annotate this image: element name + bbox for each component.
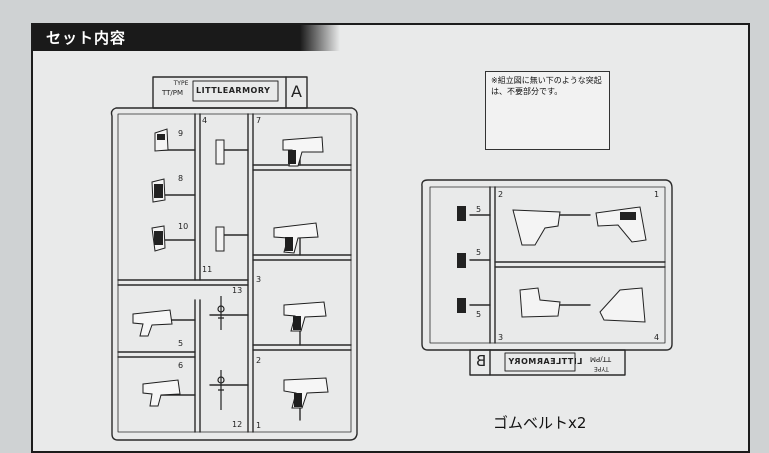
part-number: 4 xyxy=(654,333,660,342)
part-6-pistol xyxy=(142,379,181,407)
sprue-b-runner xyxy=(494,261,666,268)
note-box: ※組立図に無い下のような突起は、不要部分です。 xyxy=(485,71,610,150)
part-number: 2 xyxy=(498,190,504,199)
part-number: 5 xyxy=(476,310,482,319)
part-number: 3 xyxy=(256,275,262,284)
part-number: 11 xyxy=(202,265,213,274)
part-number: 5 xyxy=(476,205,482,214)
part-number: 5 xyxy=(178,339,184,348)
sprue-b-letter: B xyxy=(476,352,487,370)
part-number: 2 xyxy=(256,356,262,365)
part-3-pistol xyxy=(273,222,319,254)
part-5-pistol xyxy=(132,309,173,337)
part-number: 12 xyxy=(232,420,243,429)
note-text: ※組立図に無い下のような突起は、不要部分です。 xyxy=(491,76,602,96)
sprue-a-runner xyxy=(252,344,352,351)
part-number: 13 xyxy=(232,286,243,295)
sprue-a-frame xyxy=(110,107,358,441)
sprue-b-runner xyxy=(489,186,496,344)
header-bar-fade xyxy=(300,25,340,51)
part-number: 1 xyxy=(256,421,262,430)
sprue-a-letter: A xyxy=(291,82,302,101)
rubber-belt-caption: ゴムベルトx2 xyxy=(493,414,587,432)
sprue-a-logo: LITTLEARMORY xyxy=(196,86,271,95)
part-4-stock xyxy=(599,287,646,323)
sprue-a-tag xyxy=(152,76,308,109)
part-number: 1 xyxy=(654,190,660,199)
part-5-grip xyxy=(457,253,466,268)
part-12-rod xyxy=(218,370,224,410)
part-11-slide xyxy=(215,226,225,252)
part-number: 5 xyxy=(476,248,482,257)
page-title: セット内容 xyxy=(46,29,127,47)
sprue-a-runner xyxy=(252,254,352,261)
sprue-b-type-label: TYPE xyxy=(594,365,609,372)
sprue-a-runner xyxy=(247,113,254,433)
sprue-a-runner xyxy=(252,164,352,171)
sprue-b-tag xyxy=(469,349,626,376)
part-13-rod xyxy=(218,296,224,330)
sprue-b-frame xyxy=(421,179,673,351)
sprue-a-runner xyxy=(117,279,249,286)
part-3-stock xyxy=(519,287,561,318)
sprue-b-frame-inner xyxy=(429,186,666,344)
part-number: 4 xyxy=(202,116,208,125)
sprue-a-runner xyxy=(117,351,196,358)
part-5-grip xyxy=(457,206,466,221)
sprue-a-frame-inner xyxy=(117,113,352,433)
part-number: 7 xyxy=(256,116,262,125)
part-number: 6 xyxy=(178,361,184,370)
part-4-slide xyxy=(215,139,225,165)
sprue-b-type-value: TT/PM xyxy=(590,355,612,363)
sprue-a-runner xyxy=(194,113,201,281)
sprue-a-type-label: TYPE xyxy=(173,80,189,87)
part-number: 8 xyxy=(178,174,184,183)
part-number: 9 xyxy=(178,129,184,138)
part-number: 10 xyxy=(178,222,189,231)
header-bar xyxy=(33,25,333,51)
part-2-pistol xyxy=(283,301,327,332)
part-5-grip xyxy=(457,298,466,313)
sprue-b-logo: LITTLEARMORY xyxy=(508,357,583,366)
sprue-a-runner xyxy=(194,299,201,433)
part-2-stock xyxy=(512,209,561,246)
part-1-pistol xyxy=(283,377,329,409)
sprue-a-type-value: TT/PM xyxy=(162,89,184,97)
part-number: 3 xyxy=(498,333,504,342)
